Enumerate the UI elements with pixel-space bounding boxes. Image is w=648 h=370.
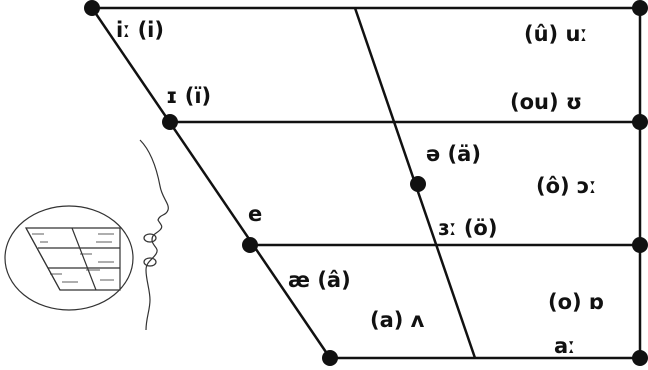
label-u-short: (ou) ʊ: [510, 90, 583, 114]
label-wedge: (a) ʌ: [370, 308, 425, 332]
label-er-long: ɜː (ö): [438, 216, 498, 240]
dot-back-close-mid: [632, 114, 648, 130]
dot-front-close: [84, 0, 100, 16]
label-schwa: ə (ä): [426, 142, 481, 166]
dot-front-close-mid: [162, 114, 178, 130]
label-a-long: aː: [554, 334, 576, 358]
label-o-long: (ô) ɔː: [536, 174, 597, 198]
dot-central-mid: [410, 176, 426, 192]
dot-front-open-mid: [242, 237, 258, 253]
label-i-long: iː (i): [116, 18, 164, 42]
label-e: e: [248, 202, 263, 226]
vowel-dots: [84, 0, 648, 366]
label-ae: æ (â): [288, 268, 351, 292]
head-profile-thumbnail-icon: [4, 139, 169, 331]
label-o-short: (o) ɒ: [548, 290, 604, 314]
dot-back-open-mid: [632, 237, 648, 253]
label-u-long: (û) uː: [524, 22, 588, 46]
dot-front-open: [322, 350, 338, 366]
dot-back-close: [632, 0, 648, 16]
label-i-short: ɪ (ï): [166, 84, 212, 108]
front-edge-line: [90, 7, 332, 359]
dot-back-open: [632, 350, 648, 366]
